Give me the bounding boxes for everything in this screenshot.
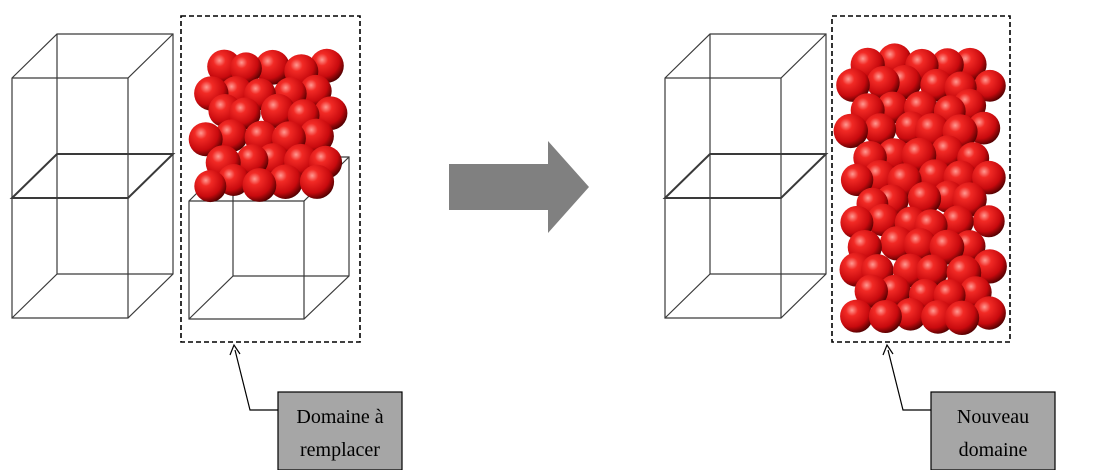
left-particle-sphere	[215, 119, 248, 152]
right-particle-sphere	[916, 254, 949, 287]
left-callout-box	[277, 391, 403, 470]
left-interface-plane	[9, 153, 176, 199]
right-particle-sphere	[972, 160, 1006, 195]
left-callout-line-1: Domaine à	[296, 406, 383, 428]
right-particle-sphere	[894, 298, 927, 331]
right-particle-column	[833, 43, 1007, 335]
right-particle-sphere	[972, 205, 1005, 238]
right-particle-sphere	[840, 299, 874, 333]
right-callout-box	[930, 391, 1056, 470]
right-particle-sphere	[878, 274, 911, 308]
right-dashed-selection-box	[831, 15, 1011, 343]
left-particle-sphere	[298, 118, 334, 154]
left-dashed-selection-box	[180, 15, 361, 343]
right-particle-sphere	[868, 300, 902, 333]
left-particle-sphere	[309, 48, 344, 83]
right-interface-plane	[662, 153, 829, 199]
left-particle-sphere	[255, 49, 290, 85]
left-particle-sphere	[260, 93, 296, 129]
right-particle-sphere	[907, 181, 942, 216]
right-stacked-wireframe	[662, 33, 829, 319]
right-particle-sphere	[863, 113, 897, 146]
right-particle-sphere	[833, 113, 868, 149]
right-particle-sphere	[836, 68, 870, 102]
right-particle-sphere	[972, 249, 1007, 284]
right-particle-sphere	[840, 163, 874, 197]
right-particle-sphere	[931, 135, 965, 169]
right-particle-sphere	[854, 274, 888, 308]
left-particle-sphere	[194, 170, 227, 203]
left-callout-line-2: remplacer	[300, 439, 380, 461]
right-callout-line-1: Nouveau	[957, 406, 1029, 428]
right-particle-sphere	[941, 205, 974, 238]
left-callout-leader	[229, 343, 279, 411]
right-particle-sphere	[944, 300, 980, 335]
left-particle-sphere	[268, 164, 303, 199]
right-callout-leader	[882, 343, 932, 411]
transition-arrow	[449, 141, 589, 233]
left-particle-sphere	[299, 164, 335, 199]
right-particle-sphere	[974, 69, 1006, 102]
right-callout-line-2: domaine	[959, 439, 1028, 461]
right-particle-sphere	[972, 296, 1006, 330]
right-particle-sphere	[903, 228, 937, 261]
right-particle-sphere	[866, 66, 900, 99]
right-particle-sphere	[921, 300, 955, 334]
left-particle-cluster	[188, 48, 348, 203]
left-stacked-wireframe	[9, 33, 176, 319]
left-particle-sphere	[242, 168, 277, 202]
